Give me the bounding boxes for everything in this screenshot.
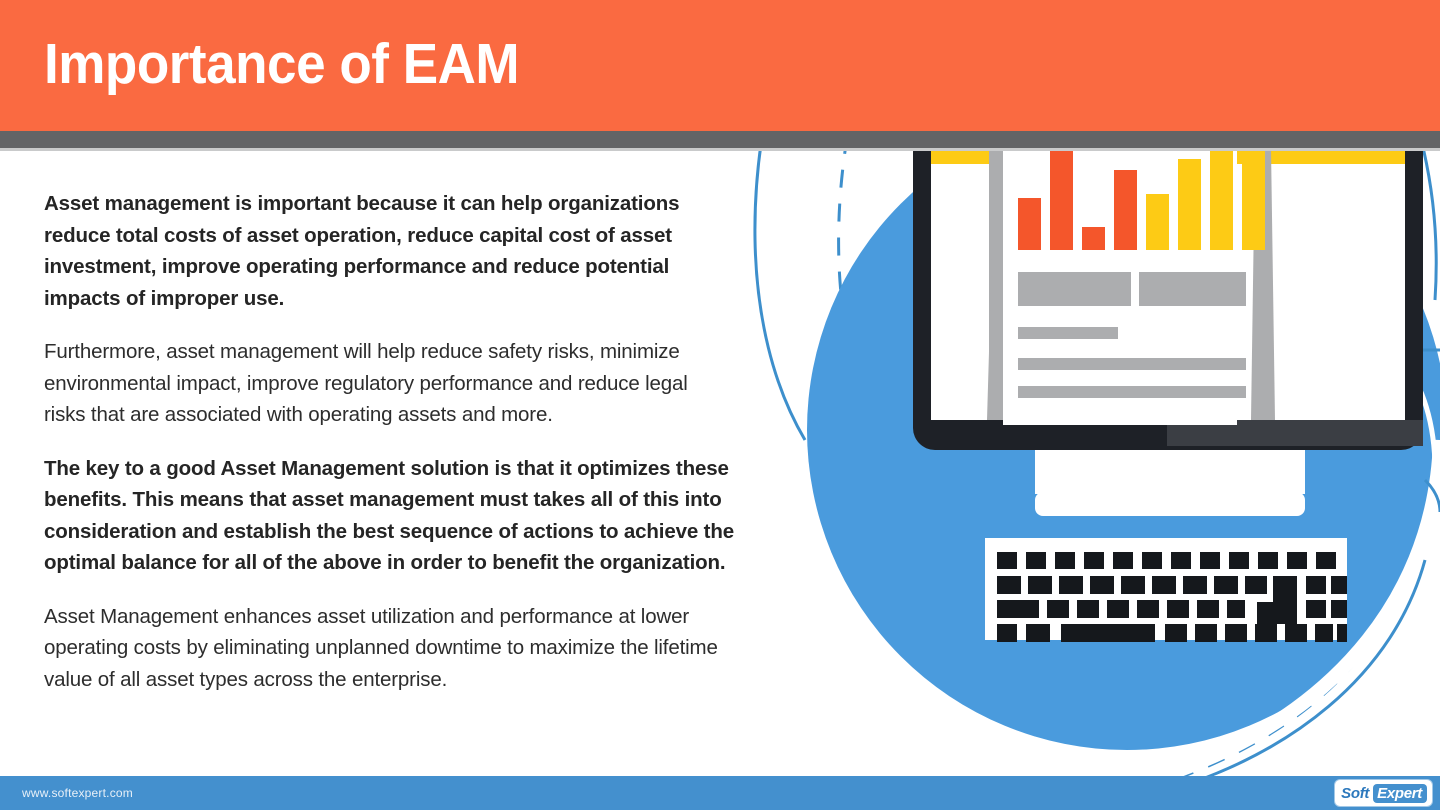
bar-6 bbox=[1178, 159, 1201, 250]
paragraph-2: Furthermore, asset management will help … bbox=[44, 340, 688, 426]
page-title: Importance of EAM bbox=[44, 32, 520, 96]
body-copy: Asset management is important because it… bbox=[44, 188, 734, 695]
monitor-stand-base bbox=[1035, 492, 1305, 516]
footer-website-url[interactable]: www.softexpert.com bbox=[22, 786, 133, 800]
logo-text-expert: Expert bbox=[1373, 783, 1427, 803]
bar-2 bbox=[1050, 136, 1073, 250]
paragraph-1: Asset management is important because it… bbox=[44, 192, 680, 310]
header-rule-shadow bbox=[0, 148, 1440, 151]
bar-4 bbox=[1114, 170, 1137, 250]
logo-text-soft: Soft bbox=[1341, 784, 1370, 802]
report-text-placeholders bbox=[1018, 272, 1246, 398]
placeholder-line-full-2 bbox=[1018, 386, 1246, 398]
placeholder-line-short bbox=[1018, 327, 1118, 339]
bar-5 bbox=[1146, 194, 1169, 250]
illustration-panel bbox=[735, 0, 1440, 810]
bar-8 bbox=[1242, 146, 1265, 250]
paragraph-4: Asset Management enhances asset utilizat… bbox=[44, 604, 718, 691]
softexpert-logo: Soft Expert bbox=[1335, 780, 1432, 806]
paragraph-3: The key to a good Asset Management solut… bbox=[44, 456, 734, 575]
report-bar-chart bbox=[1018, 131, 1265, 250]
keyboard bbox=[985, 538, 1347, 642]
bar-3 bbox=[1082, 227, 1105, 250]
placeholder-box-right bbox=[1139, 272, 1246, 306]
bar-1 bbox=[1018, 198, 1041, 250]
header-rule bbox=[0, 131, 1440, 148]
footer-band bbox=[0, 776, 1440, 810]
placeholder-box-left bbox=[1018, 272, 1131, 306]
white-swoosh-rings bbox=[1113, 439, 1440, 797]
header-band bbox=[0, 0, 1440, 131]
bar-7 bbox=[1210, 131, 1233, 250]
placeholder-line-full-1 bbox=[1018, 358, 1246, 370]
